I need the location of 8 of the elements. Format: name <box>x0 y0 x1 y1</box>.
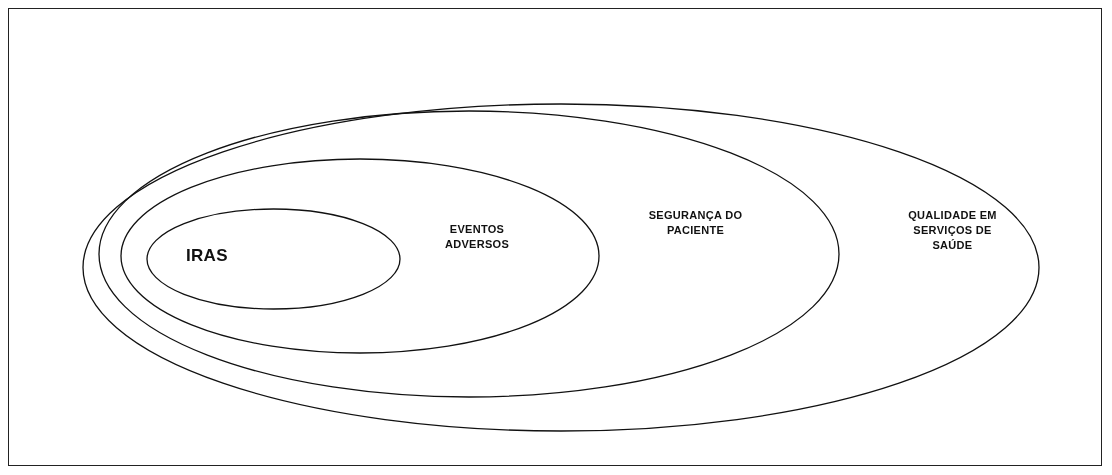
ellipse-region <box>120 158 600 354</box>
ellipse-label: IRAS <box>186 246 229 266</box>
ellipse-region <box>82 103 1040 432</box>
ellipse-label: EVENTOS ADVERSOS <box>443 222 511 252</box>
ellipse-label: QUALIDADE EM SERVIÇOS DE SAÚDE <box>907 208 998 253</box>
ellipse-region <box>98 110 840 398</box>
ellipse-label: SEGURANÇA DO PACIENTE <box>648 208 743 238</box>
ellipse-region <box>146 208 401 310</box>
